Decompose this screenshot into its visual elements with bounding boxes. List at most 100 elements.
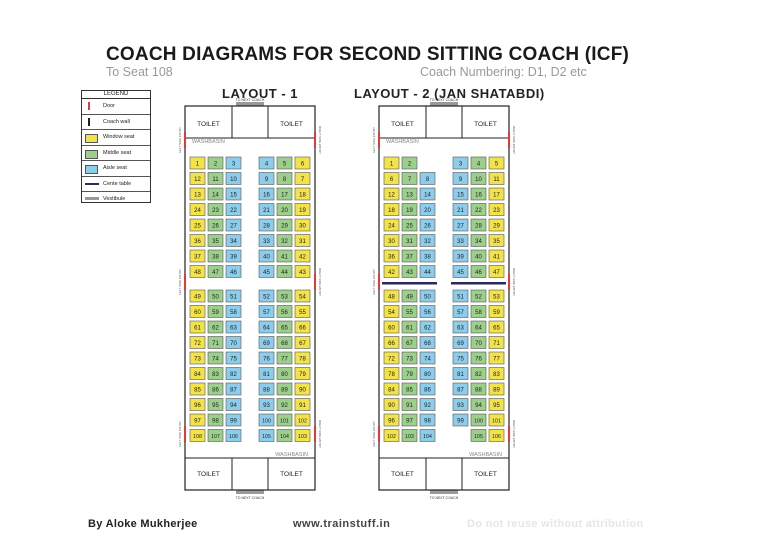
vestibule-bottom [430,490,458,494]
seat-number-11: 11 [493,177,500,183]
footer-attribution-note: Do not reuse without attribution [467,518,644,530]
seat-number-18: 18 [299,192,306,198]
seat-10 [225,172,242,185]
left-door-label: LEFT SIDE ENTRY [178,269,182,295]
seat-55 [401,305,418,318]
seat-number-38: 38 [212,254,219,260]
seat-9 [258,172,275,185]
seat-number-43: 43 [299,270,306,276]
seat-number-105: 105 [474,434,483,440]
seat-number-8: 8 [283,177,287,183]
seat-49 [401,289,418,303]
washbasin-label: WASHBASIN [469,452,502,458]
seat-29 [488,218,505,232]
seat-number-28: 28 [263,223,270,229]
seat-21 [258,203,275,216]
seat-number-71: 71 [212,341,219,347]
seat-number-96: 96 [194,403,201,409]
seat-40 [470,249,487,263]
seat-7 [401,172,418,185]
seat-number-35: 35 [212,239,219,245]
seat-number-56: 56 [281,310,288,316]
coach-wall-icon [88,117,90,126]
seat-number-33: 33 [457,239,464,245]
seat-number-14: 14 [424,192,431,198]
seat-number-56: 56 [424,310,431,316]
seat-number-9: 9 [265,177,269,183]
seat-20 [276,203,293,216]
seat-number-99: 99 [230,418,237,424]
seat-number-2: 2 [214,161,218,167]
seat-67 [294,336,311,349]
seat-94 [470,398,487,411]
seat-number-67: 67 [299,341,306,347]
seat-number-49: 49 [406,294,413,300]
seat-number-42: 42 [388,270,395,276]
seat-77 [488,351,505,365]
seat-number-73: 73 [406,356,413,362]
seat-56 [419,305,436,318]
seat-number-78: 78 [388,372,395,378]
seat-number-59: 59 [212,310,219,316]
seat-49 [189,289,206,303]
seat-number-27: 27 [457,223,464,229]
seat-79 [401,367,418,380]
seat-67 [401,336,418,349]
washbasin-label: WASHBASIN [192,139,225,145]
seat-65 [488,320,505,334]
seat-number-82: 82 [230,372,237,378]
seat-78 [383,367,400,380]
seat-75 [225,351,242,365]
seat-26 [419,218,436,232]
seat-18 [383,203,400,216]
seat-86 [419,382,436,396]
seat-3 [225,156,242,170]
seat-number-19: 19 [406,208,413,214]
seat-96 [383,413,400,427]
seat-number-12: 12 [194,177,201,183]
seat-number-34: 34 [475,239,482,245]
seat-number-92: 92 [424,403,431,409]
seat-54 [383,305,400,318]
seat-number-51: 51 [230,294,237,300]
seat-14 [207,187,224,201]
coach-numbering: Coach Numbering: D1, D2 etc [420,65,587,79]
seat-number-65: 65 [281,325,288,331]
middle-seat-swatch [85,149,98,159]
seat-102 [294,413,311,427]
coach-wall [184,105,316,491]
seat-25 [401,218,418,232]
seat-51 [225,289,242,303]
seat-33 [452,234,469,247]
seat-number-40: 40 [475,254,482,260]
seat-2 [401,156,418,170]
seat-58 [470,305,487,318]
seat-number-88: 88 [263,387,270,393]
seat-number-102: 102 [298,418,307,424]
seat-73 [189,351,206,365]
toilet-label: TOILET [280,471,303,478]
seat-number-46: 46 [230,270,237,276]
seat-16 [470,187,487,201]
seat-93 [452,398,469,411]
legend-item-window: Window seat [82,130,150,146]
seat-number-16: 16 [263,192,270,198]
to-next-coach-label: TO NEXT COACH [430,496,459,500]
seat-62 [207,320,224,334]
footer-site-link[interactable]: www.trainstuff.in [293,518,391,530]
seat-number-44: 44 [281,270,288,276]
seat-number-76: 76 [475,356,482,362]
seat-58 [225,305,242,318]
seat-number-33: 33 [263,239,270,245]
centre-table [451,282,506,285]
seat-number-80: 80 [424,372,431,378]
seat-number-32: 32 [281,239,288,245]
seat-number-13: 13 [406,192,413,198]
seat-1 [383,156,400,170]
seat-number-25: 25 [406,223,413,229]
seat-number-15: 15 [457,192,464,198]
seat-82 [470,367,487,380]
seat-number-38: 38 [424,254,431,260]
to-next-coach-label: TO NEXT COACH [430,98,459,102]
seat-80 [276,367,293,380]
